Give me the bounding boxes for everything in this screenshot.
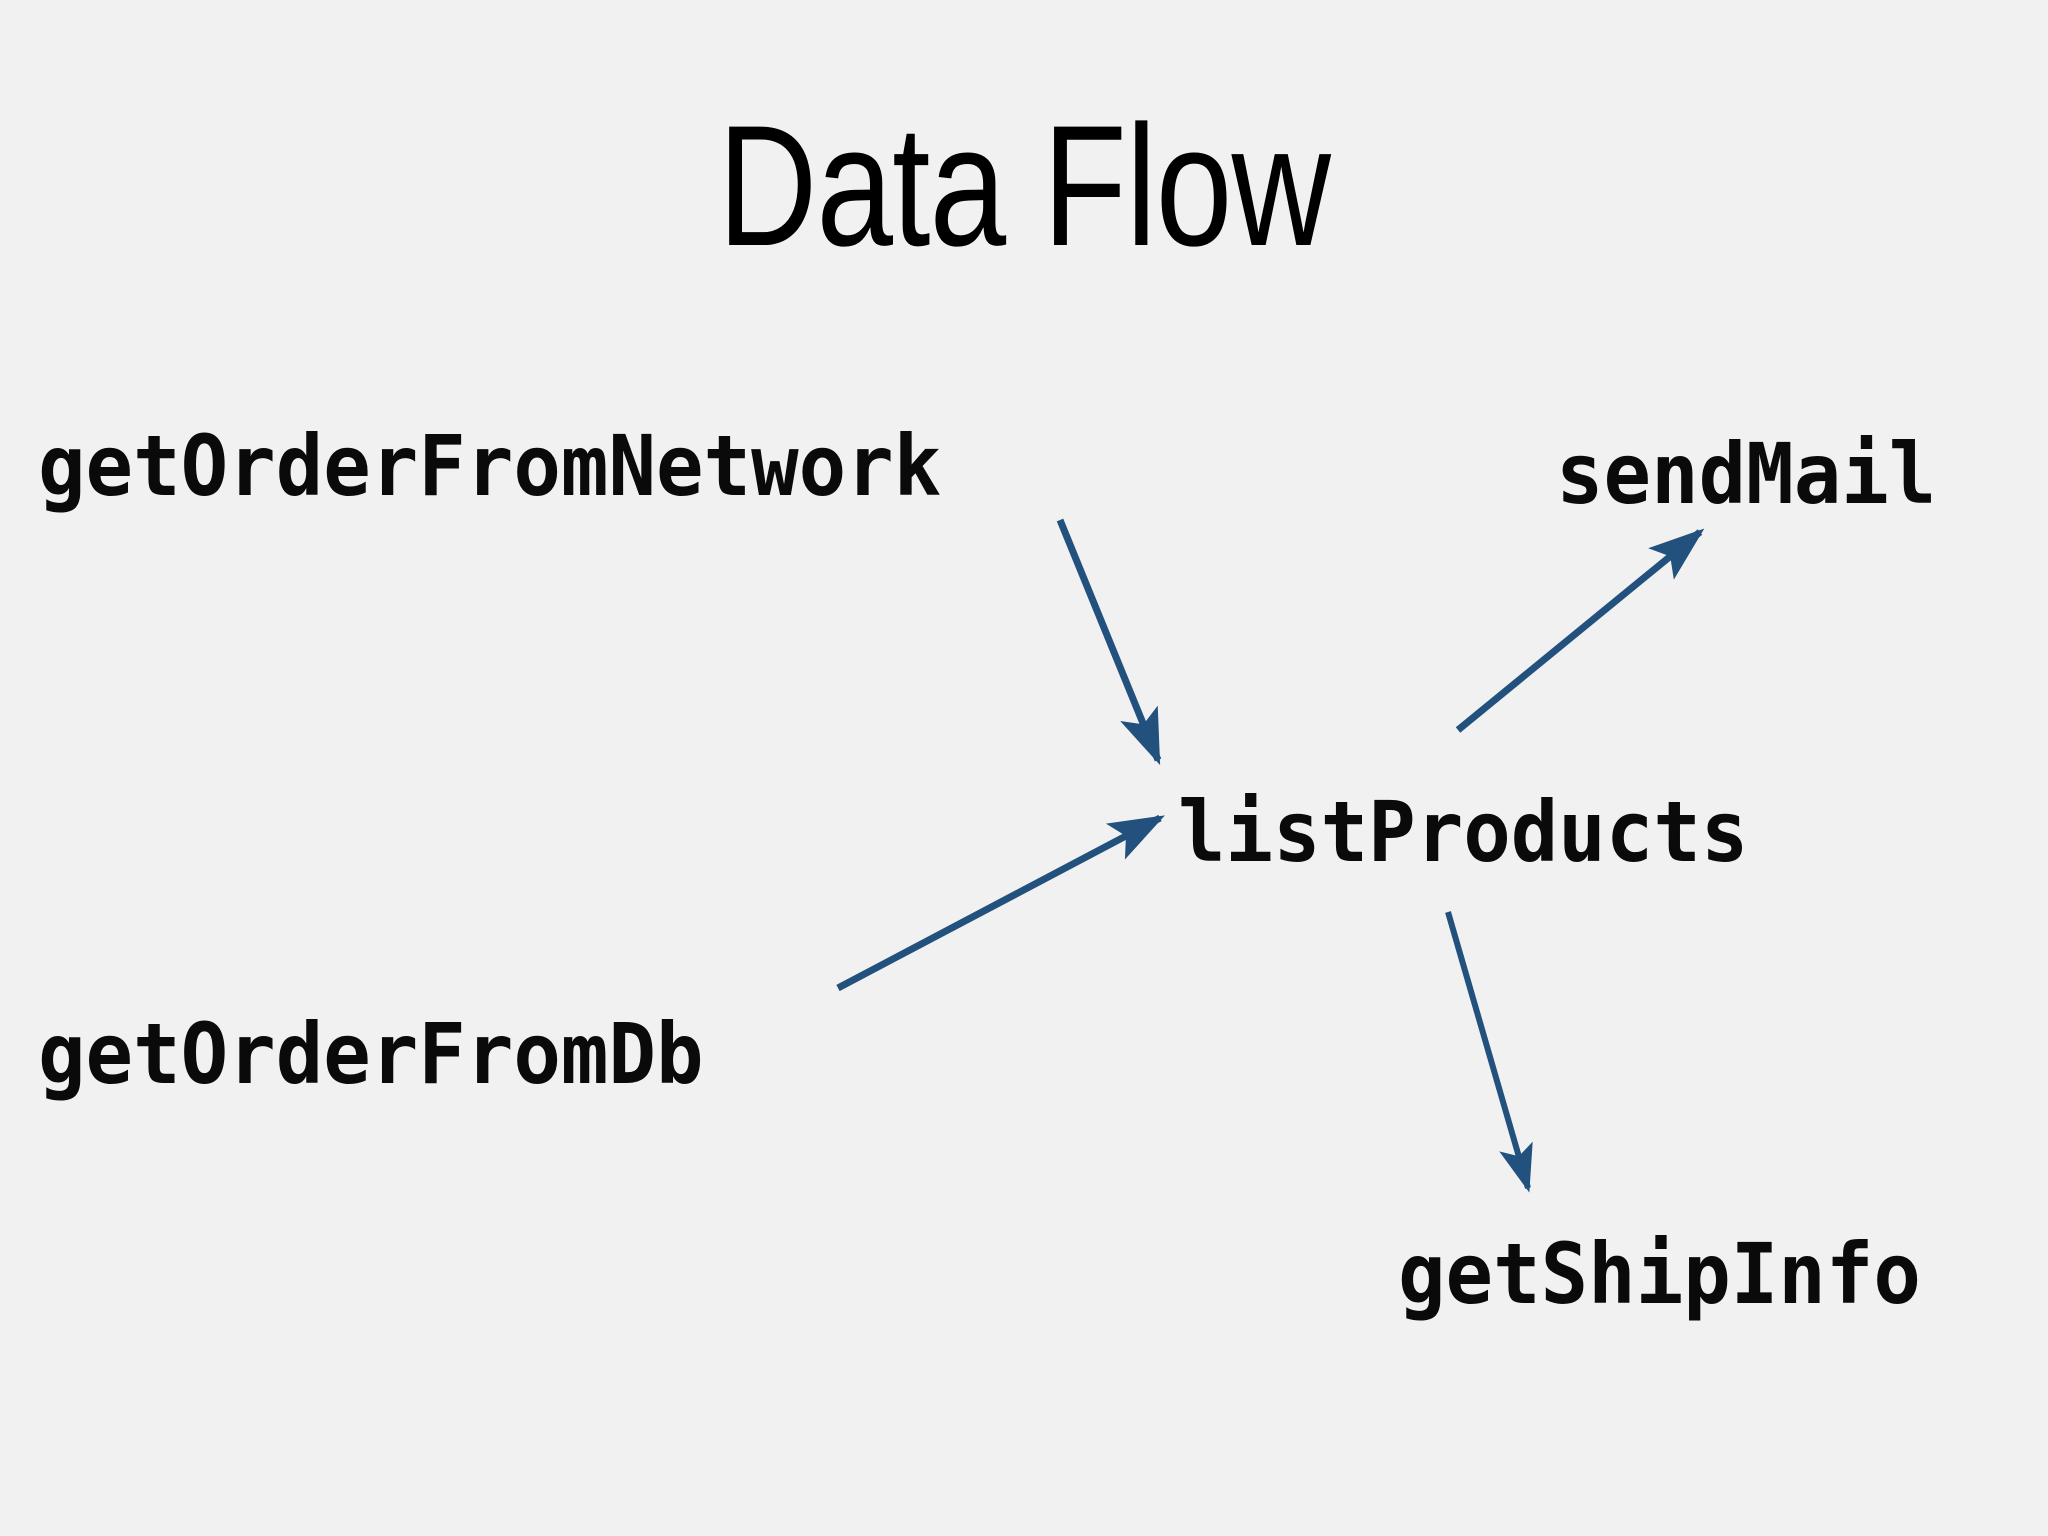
edge-listProducts-to-getShipInfo (1445, 911, 1533, 1193)
edge-getOrderFromNetwork-to-listProducts (1056, 518, 1162, 766)
edge-getOrderFromDb-to-listProducts (836, 814, 1165, 992)
edge-listProducts-to-sendMail (1455, 528, 1705, 733)
node-send-mail[interactable]: sendMail (1556, 425, 1937, 523)
node-list-products[interactable]: listProducts (1178, 783, 1749, 881)
node-get-ship-info[interactable]: getShipInfo (1398, 1225, 1921, 1323)
page-title: Data Flow (717, 90, 1331, 282)
node-get-order-from-network[interactable]: getOrderFromNetwork (38, 417, 942, 515)
node-get-order-from-db[interactable]: getOrderFromDb (38, 1005, 704, 1103)
